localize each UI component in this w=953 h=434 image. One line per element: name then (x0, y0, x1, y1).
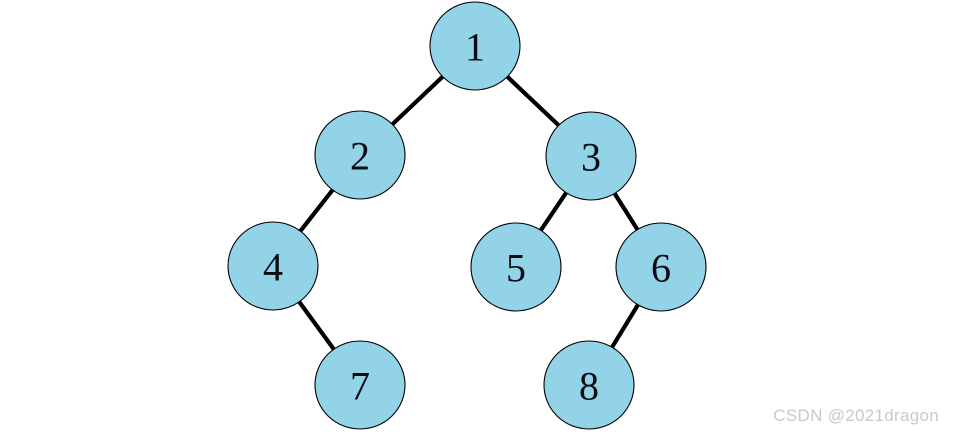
tree-node-circle-2[interactable] (314, 110, 406, 200)
tree-node-3[interactable]: 3 (545, 111, 637, 201)
tree-edge-4-7 (297, 299, 336, 352)
tree-node-4[interactable]: 4 (227, 221, 319, 311)
tree-edge-6-8 (609, 302, 641, 350)
tree-node-label-5: 5 (506, 246, 526, 291)
tree-edge-2-4 (298, 187, 335, 234)
tree-edge-1-2 (390, 74, 445, 127)
tree-node-1[interactable]: 1 (429, 1, 521, 91)
tree-node-label-1: 1 (465, 25, 485, 70)
tree-node-circle-5[interactable] (470, 222, 562, 312)
tree-node-label-4: 4 (263, 245, 283, 290)
tree-node-circle-4[interactable] (227, 221, 319, 311)
tree-node-label-6: 6 (651, 246, 671, 291)
tree-node-label-2: 2 (350, 134, 370, 179)
tree-node-8[interactable]: 8 (543, 340, 635, 430)
tree-node-label-3: 3 (581, 135, 601, 180)
watermark-text: CSDN @2021dragon (773, 406, 939, 425)
tree-edge-3-5 (538, 190, 569, 233)
tree-node-label-8: 8 (579, 364, 599, 409)
tree-node-6[interactable]: 6 (615, 222, 707, 312)
node-layer: 1 2 3 4 5 6 7 8 (227, 1, 707, 430)
tree-node-5[interactable]: 5 (470, 222, 562, 312)
tree-node-circle-3[interactable] (545, 111, 637, 201)
tree-node-circle-6[interactable] (615, 222, 707, 312)
tree-node-circle-7[interactable] (314, 340, 406, 430)
tree-node-2[interactable]: 2 (314, 110, 406, 200)
tree-node-circle-8[interactable] (543, 340, 635, 430)
tree-node-label-7: 7 (350, 364, 370, 409)
edge-layer (297, 74, 641, 352)
tree-edge-1-3 (505, 74, 561, 128)
tree-node-7[interactable]: 7 (314, 340, 406, 430)
tree-edge-3-6 (612, 191, 640, 232)
tree-node-circle-1[interactable] (429, 1, 521, 91)
